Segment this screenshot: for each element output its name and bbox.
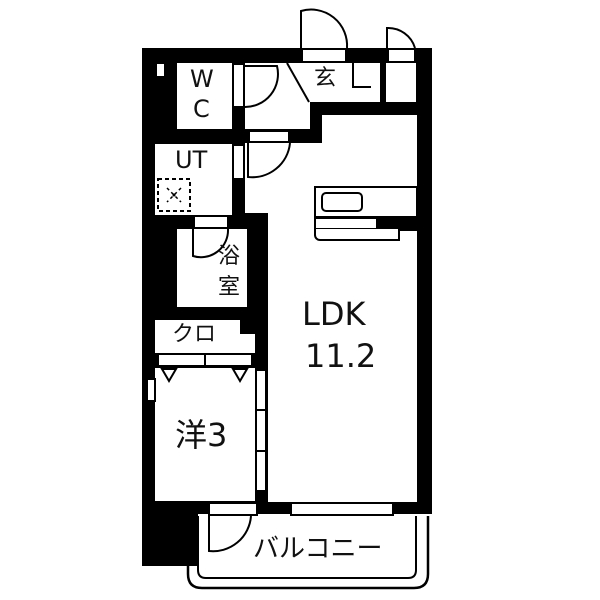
wc-label-w: W xyxy=(190,65,214,93)
hall-door-frame xyxy=(248,130,290,143)
bath-label-1: 浴 xyxy=(218,244,241,269)
bath-room xyxy=(177,229,247,307)
utility-label: UT xyxy=(175,146,208,174)
western-sliding-door-3 xyxy=(255,450,267,492)
western-room xyxy=(155,368,255,501)
bath-door-frame xyxy=(193,215,229,229)
outer-wall-bottom-left xyxy=(142,500,198,566)
entrance-door-frame xyxy=(301,48,347,63)
balcony-label: バルコニー xyxy=(253,534,383,564)
western-room-label: 洋3 xyxy=(175,416,228,454)
closet-label: クロ xyxy=(172,322,217,347)
wc-room xyxy=(177,63,232,129)
closet-door-frame xyxy=(387,48,416,63)
wc-window xyxy=(157,64,164,76)
ldk-label: LDK xyxy=(302,295,366,333)
entrance-label: 玄 xyxy=(314,66,337,91)
kitchen-wall-stub xyxy=(378,217,418,231)
western-left-window xyxy=(146,378,156,402)
entrance-closet xyxy=(386,63,416,102)
wc-label-c: C xyxy=(193,95,210,123)
kitchen-sink xyxy=(321,192,363,212)
closet-room-ext xyxy=(155,334,255,353)
kitchen-base xyxy=(314,229,400,241)
closet-sliding-door-right xyxy=(204,353,253,367)
ldk-area-label: 11.2 xyxy=(305,337,377,375)
wc-door-frame xyxy=(232,63,245,108)
bath-label-2: 室 xyxy=(218,275,241,300)
western-balcony-window xyxy=(208,502,258,516)
ldk-balcony-window xyxy=(290,502,394,516)
ut-door-frame xyxy=(232,144,245,180)
